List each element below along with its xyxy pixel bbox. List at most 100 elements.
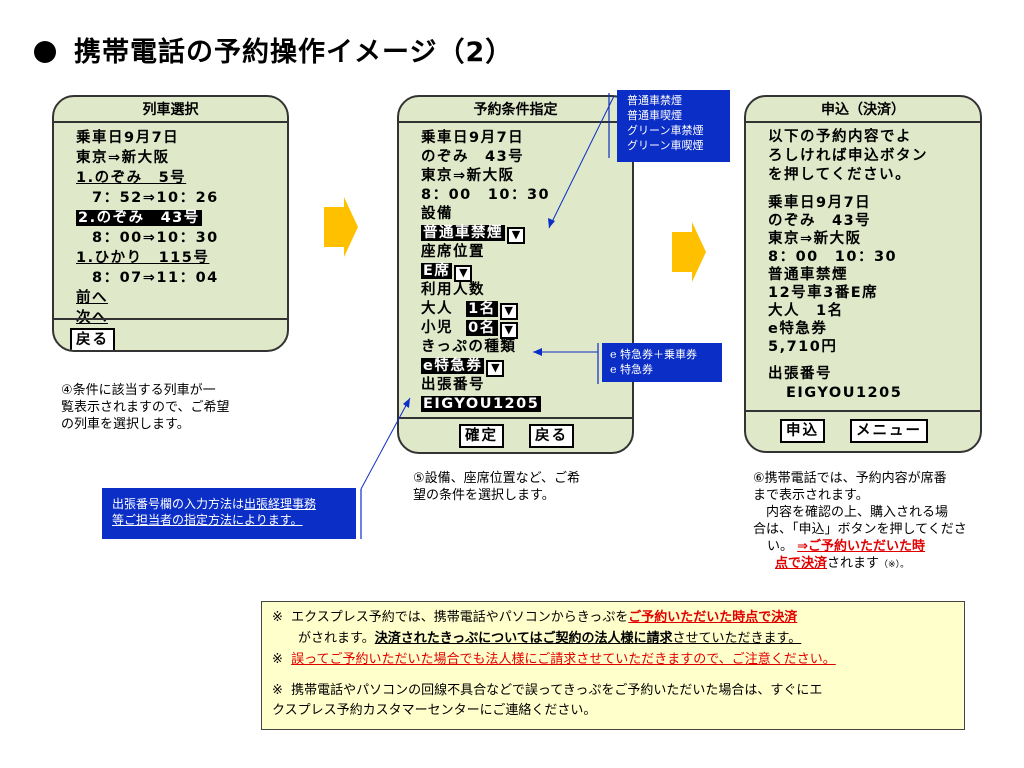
- trip-number-value: EIGYOU1205: [421, 396, 542, 412]
- desc-line: まで表示されます。: [753, 488, 869, 503]
- step4-description: ④条件に該当する列車が一 覧表示されますので、ご希望 の列車を選択します。: [61, 382, 229, 433]
- note-emphasis: ご予約いただいた時点で決済: [628, 610, 798, 625]
- facility-label: 設備: [421, 206, 453, 222]
- confirm-message-3: を押してください。: [768, 167, 912, 183]
- bullet-icon: [34, 41, 56, 63]
- train-option-2-selected[interactable]: 2.のぞみ 43号: [76, 209, 202, 228]
- seat-option: 普通車禁煙: [627, 94, 682, 107]
- note-2: ※ 誤ってご予約いただいた場合でも法人様にご請求させていただきますので、ご注意く…: [272, 651, 836, 669]
- notes-box: ※ エクスプレス予約では、携帯電話やパソコンからきっぷをご予約いただいた時点で決…: [261, 601, 965, 730]
- phone-header: 列車選択: [54, 97, 287, 123]
- facility-value: 普通車禁煙: [421, 225, 505, 241]
- train-times: 8：00 10：30: [768, 249, 898, 265]
- trip-number-input[interactable]: EIGYOU1205: [421, 395, 542, 414]
- note-mark: ※: [272, 652, 283, 667]
- desc-text: されます: [827, 556, 880, 571]
- page-title: 携帯電話の予約操作イメージ（2）: [34, 30, 513, 69]
- ticket-type-select[interactable]: e特急券▼: [421, 357, 505, 377]
- note-text: がされます。: [298, 631, 375, 646]
- desc-text: い。: [767, 539, 794, 554]
- desc-line: 内容を確認の上、購入される場: [753, 505, 949, 520]
- note-text: させていただきます。: [672, 631, 802, 646]
- confirm-message-1: 以下の予約内容でよ: [768, 129, 912, 145]
- confirm-button[interactable]: 確定: [459, 424, 504, 448]
- desc-line: の列車を選択します。: [61, 417, 190, 432]
- facility-select[interactable]: 普通車禁煙▼: [421, 224, 525, 244]
- note-emphasis: 誤ってご予約いただいた場合でも法人様にご請求させていただきますので、ご注意くださ…: [291, 652, 836, 667]
- divider: [399, 417, 632, 419]
- seat-position-value: E席: [421, 263, 453, 279]
- seat-number: 12号車3番E席: [768, 285, 879, 301]
- ride-date: 乗車日9月7日: [421, 130, 525, 146]
- trip-note-emphasis: 出張経理事務: [244, 497, 317, 511]
- trip-number-label: 出張番号: [421, 377, 485, 393]
- train-name: のぞみ 43号: [421, 149, 525, 165]
- desc-line: 合は、「申込」ボタンを押してくださ: [753, 522, 967, 537]
- page-title-text: 携帯電話の予約操作イメージ（2）: [74, 37, 514, 68]
- phone-header: 予約条件指定: [399, 97, 632, 123]
- arrow-right-icon: [672, 222, 706, 282]
- train-time-2: 8：00⇒10：30: [76, 230, 219, 246]
- seat-options-box: 普通車禁煙 普通車喫煙 グリーン車禁煙 グリーン車喫煙: [617, 90, 730, 162]
- train-time-3: 8：07⇒11：04: [76, 270, 219, 286]
- note-text: エクスプレス予約では、携帯電話やパソコンからきっぷを: [291, 610, 629, 625]
- step6-description: ⑥携帯電話では、予約内容が席番 まで表示されます。 内容を確認の上、購入される場…: [753, 470, 967, 574]
- payment-emphasis: 点で決済: [775, 556, 828, 571]
- dropdown-arrow-icon: ▼: [454, 265, 473, 282]
- back-button[interactable]: 戻る: [70, 328, 115, 350]
- menu-button[interactable]: メニュー: [850, 419, 928, 443]
- ticket-options-box: e 特急券＋乗車券 e 特急券: [602, 343, 722, 382]
- arrow-right-icon: [324, 197, 358, 257]
- facility: 普通車禁煙: [768, 267, 848, 283]
- phone-application-payment: 申込（決済） 以下の予約内容でよ ろしければ申込ボタン を押してください。 乗車…: [744, 95, 982, 453]
- train-times: 8：00 10：30: [421, 187, 551, 203]
- child-row: 小児 0名▼: [421, 319, 518, 339]
- note-3-cont: クスプレス予約カスタマーセンターにご連絡ください。: [272, 703, 597, 718]
- desc-line: ⑤設備、座席位置など、ご希: [413, 471, 581, 486]
- note-1-cont: がされます。決済されたきっぷについてはご契約の法人様に請求させていただきます。: [298, 630, 801, 648]
- trip-number-label: 出張番号: [768, 366, 832, 382]
- dropdown-arrow-icon: ▼: [499, 303, 518, 320]
- ticket-type: e特急券: [768, 321, 828, 337]
- desc-line: 望の条件を選択します。: [413, 488, 555, 503]
- trip-number-value: EIGYOU1205: [786, 385, 903, 401]
- dropdown-arrow-icon: ▼: [499, 322, 518, 339]
- note-mark: ※: [272, 610, 283, 625]
- confirm-message-2: ろしければ申込ボタン: [768, 148, 928, 164]
- desc-line: い。 ⇒ご予約いただいた時: [753, 538, 967, 555]
- child-count-select[interactable]: 0名: [466, 320, 498, 336]
- adult-count-select[interactable]: 1名: [466, 301, 498, 317]
- desc-line: 覧表示されますので、ご希望: [61, 400, 230, 415]
- seat-position-label: 座席位置: [421, 244, 485, 260]
- prev-link[interactable]: 前へ: [76, 290, 108, 306]
- note-emphasis: 決済されたきっぷについてはご契約の法人様に請求: [374, 631, 673, 646]
- passengers: 大人 1名: [768, 303, 844, 319]
- train-option-2-label: 2.のぞみ 43号: [76, 210, 202, 226]
- trip-number-note: 出張番号欄の入力方法は出張経理事務 等ご担当者の指定方法によります。: [102, 488, 356, 539]
- seat-position-select[interactable]: E席▼: [421, 262, 473, 282]
- seat-option: 普通車喫煙: [627, 109, 682, 122]
- route: 東京⇒新大阪: [768, 231, 862, 247]
- train-option-3[interactable]: 1.ひかり 115号: [76, 250, 210, 266]
- ride-date: 乗車日9月7日: [768, 195, 872, 211]
- ticket-option: e 特急券＋乗車券: [610, 348, 698, 361]
- note-text: 携帯電話やパソコンの回線不具合などで誤ってきっぷをご予約いただいた場合は、すぐに…: [291, 683, 823, 698]
- back-button[interactable]: 戻る: [529, 424, 574, 448]
- adult-label: 大人: [421, 301, 453, 317]
- seat-option: グリーン車喫煙: [627, 139, 704, 152]
- note-3: ※ 携帯電話やパソコンの回線不具合などで誤ってきっぷをご予約いただいた場合は、す…: [272, 682, 822, 700]
- trip-note-text: 出張番号欄の入力方法は: [112, 497, 245, 511]
- footnote-mark: （※）。: [879, 560, 910, 570]
- ticket-type-value: e特急券: [421, 358, 485, 374]
- apply-button[interactable]: 申込: [780, 419, 825, 443]
- payment-emphasis: ⇒ご予約いただいた時: [797, 539, 926, 554]
- trip-note-emphasis: 等ご担当者の指定方法によります。: [112, 513, 303, 527]
- train-option-1[interactable]: 1.のぞみ 5号: [76, 170, 187, 186]
- route: 東京⇒新大阪: [76, 150, 170, 166]
- ticket-option: e 特急券: [610, 363, 654, 376]
- note-1: ※ エクスプレス予約では、携帯電話やパソコンからきっぷをご予約いただいた時点で決…: [272, 609, 797, 627]
- adult-row: 大人 1名▼: [421, 300, 518, 320]
- route: 東京⇒新大阪: [421, 168, 515, 184]
- passengers-label: 利用人数: [421, 282, 485, 298]
